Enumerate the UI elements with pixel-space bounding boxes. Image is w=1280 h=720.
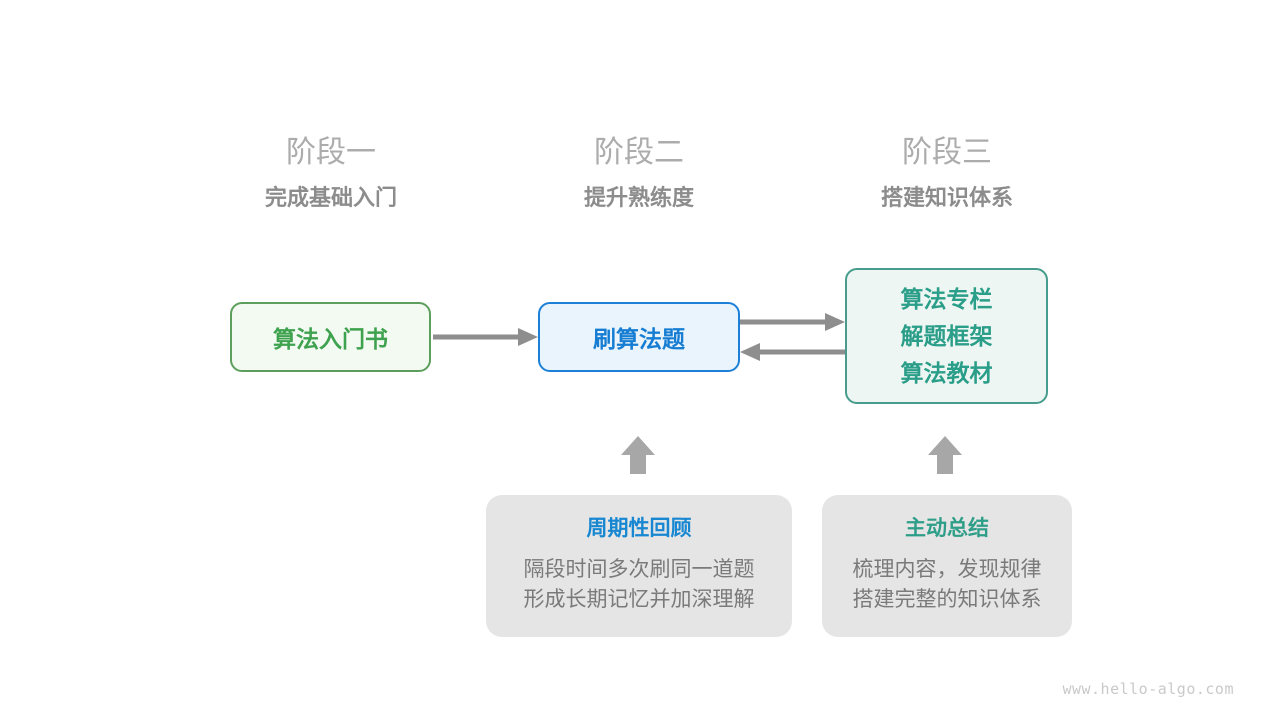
- watermark: www.hello-algo.com: [1062, 680, 1234, 698]
- note-periodic-review-line-2: 形成长期记忆并加深理解: [523, 588, 755, 611]
- arrow-practice-to-resources-icon: [740, 313, 845, 331]
- resource-line-3: 算法教材: [900, 359, 993, 386]
- arrow-intro-to-practice-icon: [433, 328, 538, 346]
- stage-2-label: 阶段二: [594, 136, 684, 169]
- resources-node: 算法专栏 解题框架 算法教材: [845, 268, 1048, 404]
- note-active-summary-line-2: 搭建完整的知识体系: [852, 588, 1042, 611]
- stage-3-label: 阶段三: [902, 136, 992, 169]
- practice-label: 刷算法题: [593, 326, 685, 352]
- resource-line-1: 算法专栏: [900, 285, 993, 312]
- note-active-summary-line-1: 梳理内容，发现规律: [852, 558, 1042, 581]
- up-arrow-summary-icon: [928, 436, 962, 474]
- practice-node: 刷算法题: [538, 302, 740, 372]
- resource-line-2: 解题框架: [900, 322, 993, 349]
- arrow-resources-to-practice-icon: [740, 343, 845, 361]
- note-periodic-review-line-1: 隔段时间多次刷同一道题: [523, 558, 755, 581]
- stage-3-subtitle: 搭建知识体系: [880, 185, 1013, 210]
- note-periodic-review-title: 周期性回顾: [586, 517, 692, 540]
- intro-book-label: 算法入门书: [273, 326, 388, 352]
- note-periodic-review: 周期性回顾 隔段时间多次刷同一道题 形成长期记忆并加深理解: [486, 495, 792, 637]
- intro-book-node: 算法入门书: [230, 302, 431, 372]
- stage-1-label: 阶段一: [286, 136, 376, 169]
- up-arrow-review-icon: [621, 436, 655, 474]
- stage-1-subtitle: 完成基础入门: [264, 185, 397, 210]
- note-active-summary-title: 主动总结: [905, 517, 989, 540]
- note-active-summary: 主动总结 梳理内容，发现规律 搭建完整的知识体系: [822, 495, 1072, 637]
- stage-2-subtitle: 提升熟练度: [583, 185, 694, 210]
